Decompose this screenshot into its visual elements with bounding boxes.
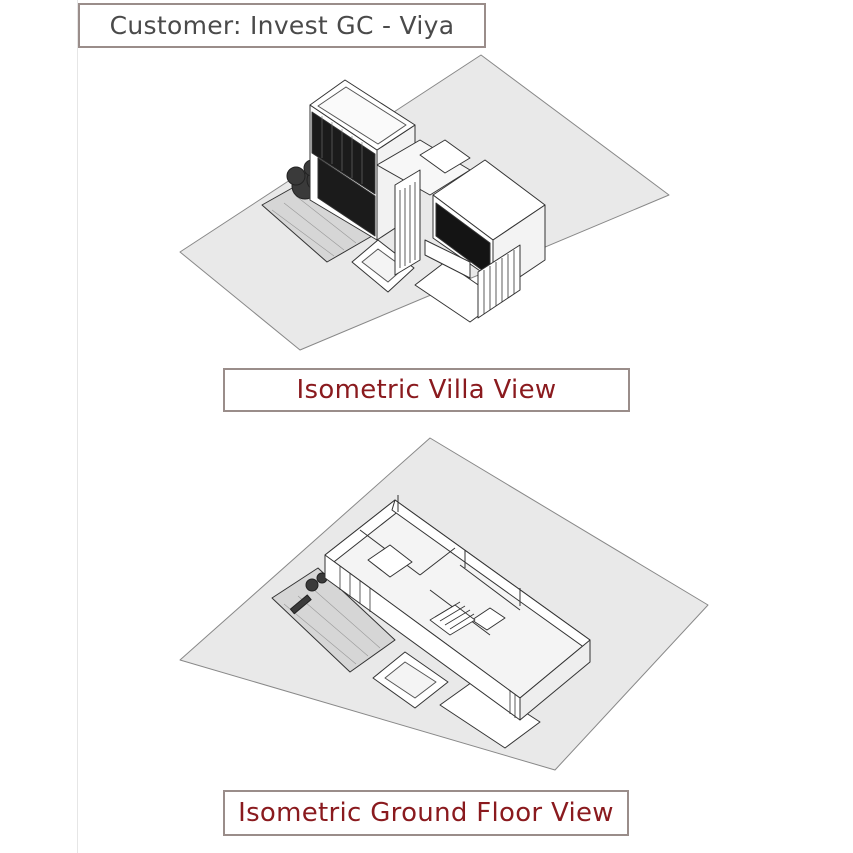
isometric-villa-drawing	[179, 54, 670, 351]
villa-view-caption: Isometric Villa View	[296, 375, 557, 405]
ground-bed	[367, 544, 413, 578]
ground-terrace	[271, 567, 396, 673]
ground-floor-view-caption: Isometric Ground Floor View	[238, 798, 614, 828]
ground-driveway	[439, 679, 541, 749]
customer-title: Customer: Invest GC - Viya	[109, 11, 455, 40]
ground-floor-view-caption-box: Isometric Ground Floor View	[223, 790, 629, 836]
villa-view-caption-box: Isometric Villa View	[223, 368, 630, 412]
isometric-ground-floor-drawing	[179, 437, 709, 771]
ground-stairs	[429, 601, 476, 636]
page-edge-rule	[77, 0, 78, 853]
customer-title-box: Customer: Invest GC - Viya	[78, 3, 486, 48]
